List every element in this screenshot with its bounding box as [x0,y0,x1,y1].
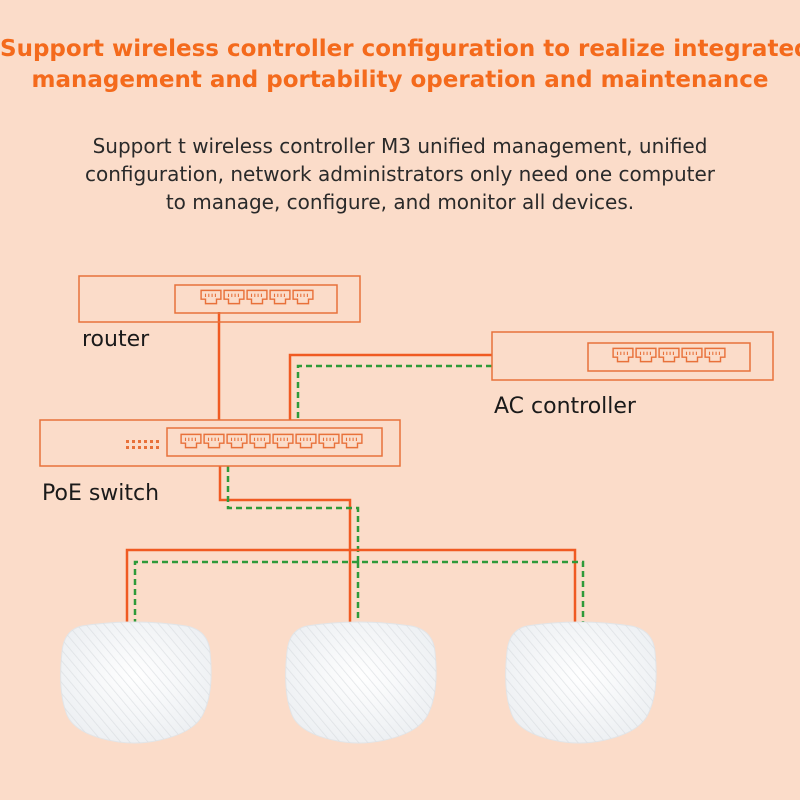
port-icon [223,289,245,305]
page-title: Support wireless controller configuratio… [0,34,800,96]
port-icon [681,347,703,363]
router-ports [200,289,314,305]
port-icon [318,433,340,449]
title-line-1: Support wireless controller configuratio… [0,36,800,62]
port-icon [612,347,634,363]
description: Support t wireless controller M3 unified… [0,132,800,216]
description-line-2: configuration, network administrators on… [84,162,716,186]
port-icon [269,289,291,305]
port-icon [226,433,248,449]
cable-ac-switch [288,353,492,420]
cable-ac-switch-control [296,364,492,420]
port-icon [658,347,680,363]
description-line-1: Support t wireless controller M3 unified… [92,134,708,158]
title-line-2: management and portability operation and… [31,67,769,93]
description-line-3: to manage, configure, and monitor all de… [165,190,635,214]
poe-switch-ports [180,433,363,449]
port-icon [272,433,294,449]
port-icon [704,347,726,363]
port-icon [203,433,225,449]
port-icon [249,433,271,449]
cable-switch-trunk [218,466,352,550]
port-icon [295,433,317,449]
status-leds [126,440,159,449]
port-icon [635,347,657,363]
poe-switch-device [39,419,401,467]
access-point-3 [505,621,657,744]
port-icon [292,289,314,305]
ac-controller-device [491,331,774,381]
router-device [78,275,361,323]
cable-ap-bus-control [133,560,585,625]
cables [125,312,585,625]
poe-switch-label: PoE switch [42,481,160,506]
ac-controller-ports [612,347,726,363]
port-icon [246,289,268,305]
port-icon [180,433,202,449]
access-point-1 [60,621,212,744]
port-icon [200,289,222,305]
access-point-2 [285,621,437,744]
port-icon [341,433,363,449]
router-label: router [82,327,150,352]
ac-controller-label: AC controller [494,394,636,419]
cable-switch-trunk-control [226,466,360,562]
